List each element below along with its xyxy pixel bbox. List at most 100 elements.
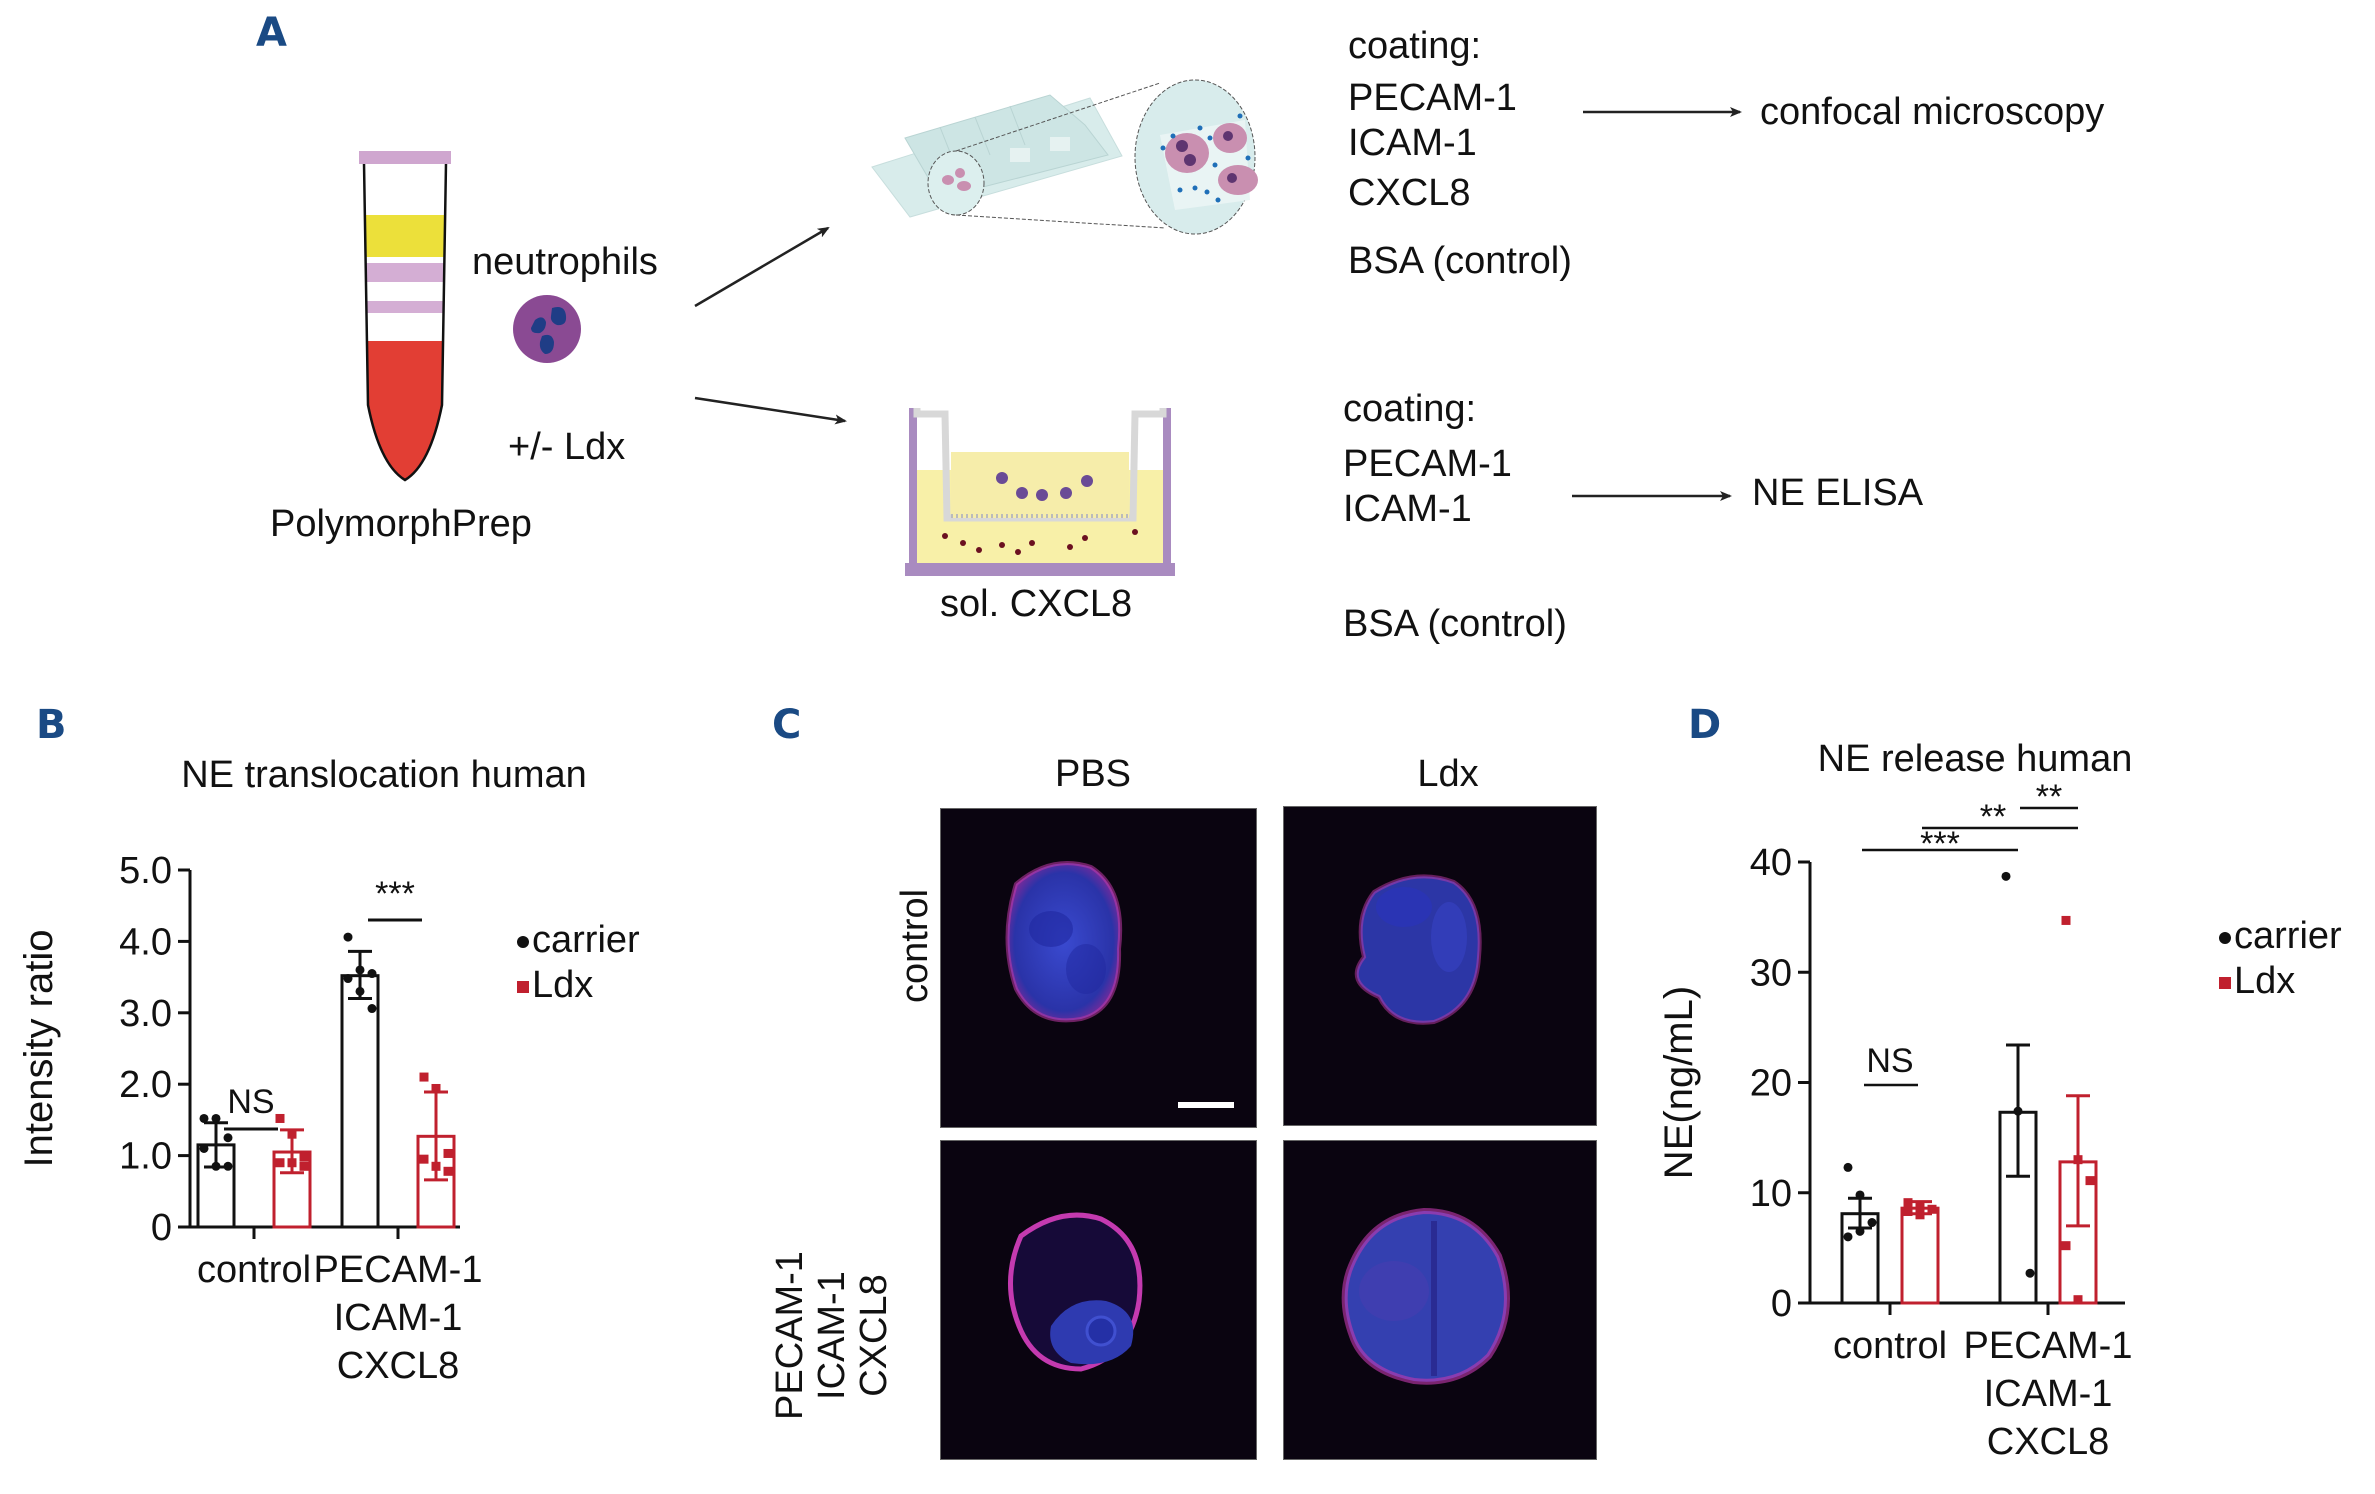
data-point-Ldx [1903, 1206, 1913, 1216]
significance-label: *** [1920, 825, 1960, 863]
y-axis-label: Intensity ratio [17, 930, 61, 1168]
data-point-carrier [1855, 1190, 1865, 1200]
bottom-coating-item: PECAM-1 [1343, 443, 1512, 485]
data-point-carrier [343, 932, 353, 942]
elisa-readout-label: NE ELISA [1752, 472, 1924, 514]
transwell-label: sol. CXCL8 [940, 583, 1133, 625]
data-point-carrier [1843, 1232, 1853, 1242]
column-label-ldx: Ldx [1417, 753, 1479, 795]
row-label-line: PECAM-1 [769, 1251, 811, 1420]
small-magnify-circle [927, 150, 985, 216]
micrograph-ldx-control [1283, 806, 1597, 1126]
top-coating-item: ICAM-1 [1348, 122, 1477, 164]
top-coating-item: CXCL8 [1348, 172, 1471, 214]
data-point-carrier [2025, 1268, 2035, 1278]
significance-label: *** [375, 875, 415, 913]
row-label-line: control [894, 888, 936, 1003]
legend-label-Ldx: Ldx [2234, 960, 2295, 1002]
data-point-carrier [355, 965, 365, 975]
legend-marker-Ldx [2219, 977, 2231, 989]
x-tick-label: PECAM-1 [314, 1249, 483, 1291]
data-point-carrier [2001, 871, 2011, 881]
micrograph-pbs-treated [940, 1140, 1257, 1460]
bottom-coating-item: ICAM-1 [1343, 488, 1472, 530]
x-tick-label: PECAM-1 [1964, 1325, 2133, 1367]
bottom-control-label: BSA (control) [1343, 603, 1567, 645]
panel-label-d: D [1688, 702, 1722, 748]
x-tick-label: ICAM-1 [1984, 1373, 2113, 1415]
y-axis-label: NE(ng/mL) [1657, 986, 1701, 1179]
row-label-line: CXCL8 [852, 1274, 895, 1397]
data-point-Ldx [1915, 1210, 1925, 1220]
data-point-Ldx [2085, 1176, 2095, 1186]
row-label-control: control [894, 888, 937, 1003]
row-label-treated: PECAM-1 ICAM-1 CXCL8 [769, 1251, 895, 1420]
bar-carrier [340, 974, 380, 1229]
legend-label-Ldx: Ldx [532, 964, 593, 1006]
y-tick-label: 30 [1750, 952, 1792, 994]
plasma-layer [364, 215, 446, 257]
chamber-slide-illustration [871, 79, 1258, 235]
data-point-Ldx [419, 1154, 429, 1164]
panel-label-c: C [772, 702, 802, 748]
data-point-carrier [211, 1113, 221, 1123]
data-point-carrier [1855, 1226, 1865, 1236]
data-point-Ldx [431, 1161, 441, 1171]
arrow-to-transwell [694, 396, 847, 425]
data-point-carrier [1843, 1162, 1853, 1172]
data-point-carrier [223, 1161, 233, 1171]
data-point-Ldx [2061, 1241, 2071, 1251]
branch-arrows [694, 107, 1742, 501]
panel-label-b: B [36, 702, 67, 748]
x-tick-label: control [197, 1249, 311, 1291]
data-point-Ldx [1927, 1204, 1937, 1214]
top-coating-item: PECAM-1 [1348, 77, 1517, 119]
data-point-carrier [2013, 1106, 2023, 1116]
data-point-Ldx [443, 1166, 453, 1176]
data-point-carrier [1867, 1218, 1877, 1228]
x-tick-label: control [1833, 1325, 1947, 1367]
data-point-carrier [223, 1133, 233, 1143]
mono-band [364, 301, 446, 313]
y-tick-label: 0 [1771, 1283, 1792, 1325]
data-point-Ldx [287, 1158, 297, 1168]
significance-label: ** [2036, 778, 2062, 816]
row-label-line: ICAM-1 [810, 1271, 853, 1400]
neutrophil-icon [513, 295, 581, 363]
top-coating-heading: coating: [1348, 25, 1482, 67]
y-tick-label: 20 [1750, 1063, 1792, 1105]
data-point-Ldx [2073, 1155, 2083, 1165]
data-point-Ldx [287, 1129, 297, 1139]
y-tick-label: 0 [151, 1207, 172, 1249]
confocal-readout-label: confocal microscopy [1760, 91, 2105, 133]
y-tick-label: 1.0 [119, 1136, 172, 1178]
chart-b-title: NE translocation human [181, 754, 587, 796]
scale-bar [1178, 1102, 1234, 1108]
data-point-Ldx [2073, 1295, 2083, 1305]
y-tick-label: 5.0 [119, 850, 172, 892]
y-tick-label: 10 [1750, 1173, 1792, 1215]
legend-marker-Ldx [517, 981, 529, 993]
data-point-Ldx [299, 1161, 309, 1171]
x-tick-label: CXCL8 [337, 1345, 460, 1387]
data-point-carrier [199, 1143, 209, 1153]
bar-Ldx [1900, 1206, 1940, 1305]
micrograph-ldx-treated [1283, 1140, 1597, 1460]
y-tick-label: 40 [1750, 842, 1792, 884]
data-point-carrier [199, 1113, 209, 1123]
top-control-label: BSA (control) [1348, 240, 1572, 282]
data-point-Ldx [431, 1083, 441, 1093]
significance-label: ** [1980, 798, 2006, 836]
significance-label: NS [1866, 1042, 1913, 1080]
y-tick-label: 4.0 [119, 921, 172, 963]
data-point-carrier [367, 969, 377, 979]
data-point-Ldx [299, 1152, 309, 1162]
significance-label: NS [227, 1083, 274, 1121]
data-point-Ldx [1903, 1198, 1913, 1208]
data-point-Ldx [275, 1158, 285, 1168]
tube-label: PolymorphPrep [270, 503, 532, 545]
data-point-Ldx [419, 1072, 429, 1082]
tube-cap [359, 151, 451, 164]
